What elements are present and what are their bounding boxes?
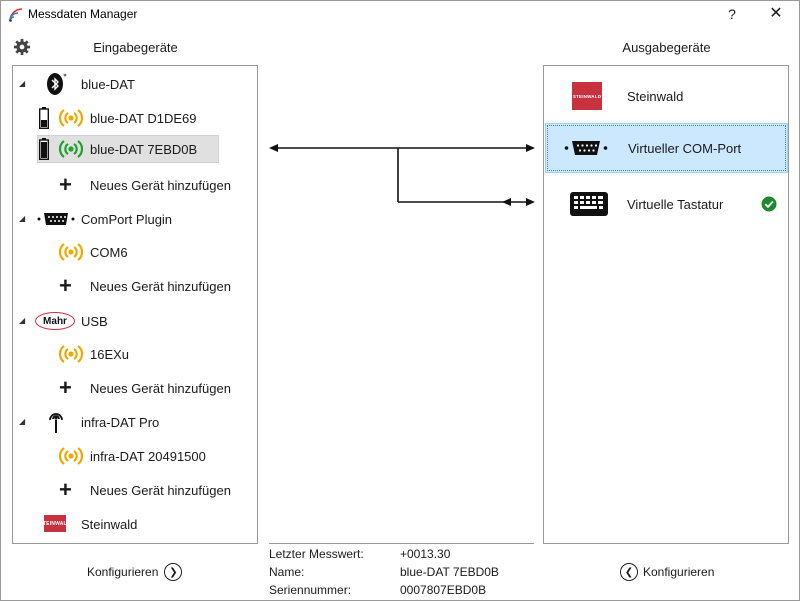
add-device-label: Neues Gerät hinzufügen: [90, 177, 231, 193]
tree-group-label: ComPort Plugin: [81, 211, 173, 227]
add-device-label: Neues Gerät hinzufügen: [90, 482, 231, 498]
add-device-label: Neues Gerät hinzufügen: [90, 380, 231, 396]
tree-group-blue-dat[interactable]: ◢ blue-DAT: [13, 69, 257, 99]
infrared-antenna-icon: [49, 413, 63, 433]
tree-device-label: blue-DAT D1DE69: [90, 110, 197, 126]
connection-arrows: [269, 144, 535, 206]
input-devices-heading: Eingabegeräte: [93, 40, 178, 55]
title-bar: Messdaten Manager ? ✕: [1, 1, 799, 28]
output-item-label: Virtuelle Tastatur: [627, 196, 724, 212]
signal-idle-icon: [58, 447, 84, 465]
tree-device-label: 16EXu: [90, 346, 130, 362]
plus-icon: +: [59, 477, 72, 502]
tree-device-com6[interactable]: COM6: [13, 237, 257, 267]
measurement-info: Letzter Messwert: +0013.30 Name: blue-DA…: [269, 543, 534, 597]
configure-output-button[interactable]: ❮ Konfigurieren: [620, 562, 714, 582]
close-button[interactable]: ✕: [769, 5, 783, 22]
collapse-arrow-icon[interactable]: ◢: [19, 316, 26, 325]
output-item-steinwald[interactable]: STEINWALD Steinwald: [545, 71, 788, 121]
serial-port-icon: [37, 213, 75, 225]
configure-label: Konfigurieren: [643, 565, 715, 579]
steinwald-logo-icon: STEINWALD: [569, 82, 605, 110]
gear-icon[interactable]: [13, 38, 31, 56]
tree-group-label: blue-DAT: [81, 76, 135, 92]
info-row-serial: Seriennummer: 0007807EBD0B: [269, 583, 534, 599]
tree-group-steinwald[interactable]: STEINWALD Steinwald: [13, 509, 257, 539]
collapse-arrow-icon[interactable]: ◢: [19, 214, 26, 223]
output-item-label: Virtueller COM-Port: [628, 140, 742, 156]
signal-idle-icon: [58, 109, 84, 127]
serial-number-value: 0007807EBD0B: [400, 583, 487, 597]
output-item-label: Steinwald: [627, 88, 684, 104]
input-devices-tree: ◢ blue-DAT: [12, 65, 258, 544]
serial-port-icon: [564, 141, 608, 155]
tree-group-infra-dat-pro[interactable]: ◢ infra-DAT Pro: [13, 407, 257, 437]
collapse-arrow-icon[interactable]: ◢: [19, 417, 26, 426]
mahr-logo-icon: Mahr: [35, 312, 75, 330]
info-label: Seriennummer:: [269, 583, 352, 597]
tree-group-label: infra-DAT Pro: [81, 414, 160, 430]
output-devices-list: STEINWALD Steinwald Virtueller COM-Port: [543, 65, 789, 544]
configure-input-button[interactable]: Konfigurieren ❯: [87, 562, 183, 582]
plus-icon: +: [59, 375, 72, 400]
keyboard-icon: [570, 192, 608, 216]
tree-group-usb[interactable]: ◢ Mahr USB: [13, 306, 257, 336]
device-name-value: blue-DAT 7EBD0B: [400, 565, 499, 579]
tree-device-16exu[interactable]: 16EXu: [13, 339, 257, 369]
output-item-virtueller-com-port[interactable]: Virtueller COM-Port: [545, 123, 788, 173]
signal-idle-icon: [58, 345, 84, 363]
tree-group-label: USB: [81, 313, 108, 329]
chevron-right-icon: ❯: [164, 563, 183, 581]
app-logo-icon: [9, 8, 23, 22]
tree-device-label: COM6: [90, 244, 128, 260]
battery-full-icon: [39, 138, 49, 160]
add-device-comport[interactable]: + Neues Gerät hinzufügen: [13, 271, 257, 301]
info-label: Name:: [269, 565, 305, 579]
tree-device-infra-dat-20491500[interactable]: infra-DAT 20491500: [13, 441, 257, 471]
chevron-left-icon: ❮: [620, 563, 638, 581]
plus-icon: +: [59, 172, 72, 197]
window-title: Messdaten Manager: [28, 7, 138, 21]
tree-group-label: Steinwald: [81, 516, 138, 532]
configure-label: Konfigurieren: [87, 565, 159, 579]
tree-device-label: infra-DAT 20491500: [90, 448, 206, 464]
add-device-usb[interactable]: + Neues Gerät hinzufügen: [13, 373, 257, 403]
bluetooth-icon: [47, 73, 67, 95]
collapse-arrow-icon[interactable]: ◢: [19, 79, 26, 88]
battery-low-icon: [39, 107, 49, 129]
selection-highlight: [37, 135, 219, 163]
add-device-infra-dat[interactable]: + Neues Gerät hinzufügen: [13, 475, 257, 505]
tree-device-label: blue-DAT 7EBD0B: [90, 141, 198, 157]
add-device-blue-dat[interactable]: + Neues Gerät hinzufügen: [13, 170, 257, 200]
tree-group-comport-plugin[interactable]: ◢ ComPort Plugin: [13, 204, 257, 234]
tree-device-blue-dat-d1de69[interactable]: blue-DAT D1DE69: [13, 103, 257, 133]
info-label: Letzter Messwert:: [269, 547, 364, 561]
add-device-label: Neues Gerät hinzufügen: [90, 278, 231, 294]
signal-idle-icon: [58, 243, 84, 261]
help-button[interactable]: ?: [728, 6, 736, 22]
plus-icon: +: [59, 273, 72, 298]
last-measurement-value: +0013.30: [400, 547, 451, 561]
output-item-virtuelle-tastatur[interactable]: Virtuelle Tastatur: [545, 179, 788, 229]
tree-device-blue-dat-7ebd0b[interactable]: blue-DAT 7EBD0B: [13, 134, 257, 164]
info-row-last-value: Letzter Messwert: +0013.30: [269, 547, 534, 563]
info-row-name: Name: blue-DAT 7EBD0B: [269, 565, 534, 581]
steinwald-logo-icon: STEINWALD: [39, 515, 70, 532]
check-circle-icon: [761, 196, 777, 212]
signal-active-icon: [58, 140, 84, 158]
output-devices-heading: Ausgabegeräte: [622, 40, 711, 55]
